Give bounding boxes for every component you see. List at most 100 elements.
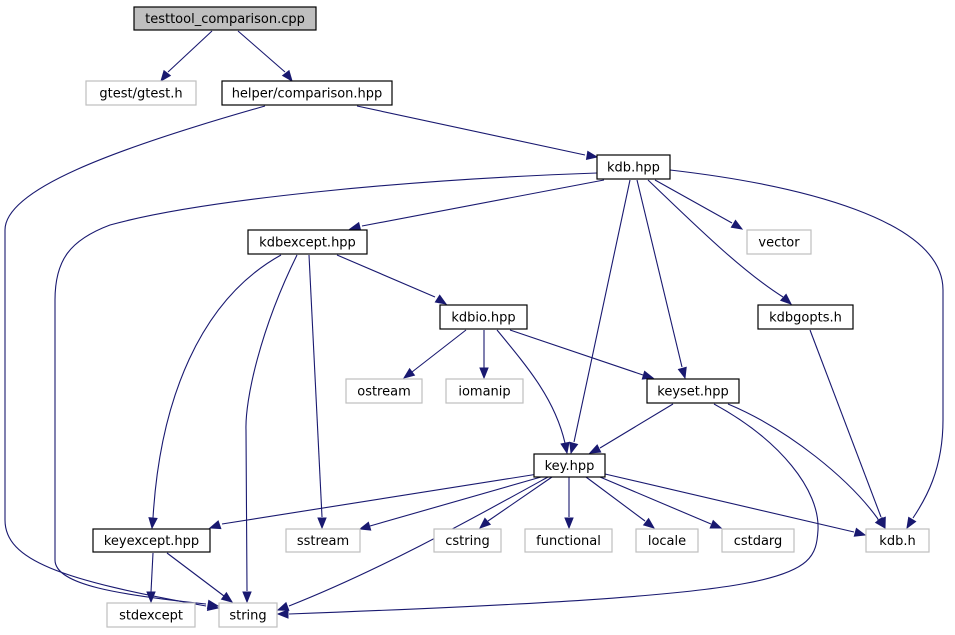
arrowhead-icon — [677, 366, 687, 380]
edge-line — [361, 179, 605, 227]
edge-key-to-kdb_h — [604, 473, 867, 537]
edge-line — [221, 473, 539, 525]
node-kdbgopts[interactable]: kdbgopts.h — [757, 304, 854, 330]
node-box — [524, 528, 613, 553]
arrowhead-icon — [146, 591, 156, 604]
node-box — [865, 528, 930, 553]
edge-kdb_hpp-to-kdbgopts — [647, 179, 793, 305]
edge-line — [150, 552, 154, 593]
arrowhead-icon — [853, 527, 867, 537]
arrowhead-icon — [585, 150, 599, 160]
node-label: sstream — [297, 534, 349, 549]
arrowhead-icon — [276, 609, 289, 619]
arrowhead-icon — [874, 516, 886, 530]
edge-kdbexcept-to-kdbio — [336, 254, 448, 305]
arrowhead-icon — [220, 591, 234, 603]
edge-key-to-sstream — [358, 476, 542, 531]
edge-line — [636, 179, 683, 368]
edge-testtool_comparison-to-gtest — [160, 30, 213, 83]
node-kdb-h: kdb.h — [865, 528, 930, 553]
edge-kdbio-to-keyset — [509, 329, 655, 380]
arrowhead-icon — [730, 219, 744, 230]
edge-line — [604, 473, 855, 533]
edge-kdb_hpp-to-string — [54, 172, 598, 609]
arrowhead-icon — [588, 444, 602, 454]
node-box — [533, 453, 606, 478]
edge-kdb_hpp-to-kdbexcept — [348, 179, 605, 232]
node-label: keyexcept.hpp — [104, 534, 199, 549]
edge-keyset-to-string — [276, 403, 819, 619]
node-label: ostream — [357, 385, 411, 400]
node-label: gtest/gtest.h — [99, 87, 182, 102]
edge-line — [669, 169, 944, 519]
edge-line — [573, 179, 631, 443]
edge-line — [245, 254, 298, 592]
node-keyset[interactable]: keyset.hpp — [646, 378, 740, 404]
node-box — [596, 154, 671, 180]
node-box — [133, 6, 317, 31]
edge-helper_comparison-to-kdb_hpp — [356, 105, 599, 160]
node-sstream: sstream — [285, 528, 361, 553]
node-key[interactable]: key.hpp — [533, 453, 606, 478]
edge-line — [152, 254, 282, 519]
node-box — [345, 378, 423, 404]
node-testtool-comparison[interactable]: testtool_comparison.cpp — [133, 6, 317, 31]
edge-key-to-cstdarg — [599, 476, 723, 529]
node-box — [433, 528, 502, 553]
node-box — [247, 229, 368, 255]
edge-kdbio-to-ostream — [402, 329, 467, 379]
edge-line — [654, 179, 733, 224]
arrowhead-icon — [434, 294, 448, 305]
edge-kdb_hpp-to-vector — [654, 179, 744, 230]
arrowhead-icon — [906, 516, 917, 530]
node-cstring: cstring — [433, 528, 502, 553]
node-box — [445, 378, 524, 404]
edge-line — [496, 329, 566, 444]
edge-kdbexcept-to-string — [242, 254, 298, 604]
edge-kdbexcept-to-sstream — [308, 254, 327, 530]
edge-kdb_hpp-to-keyset — [636, 179, 687, 380]
edge-testtool_comparison-to-helper_comparison — [237, 30, 293, 83]
node-keyexcept[interactable]: keyexcept.hpp — [92, 528, 211, 553]
node-box — [721, 528, 795, 553]
node-label: testtool_comparison.cpp — [145, 12, 305, 27]
node-kdbio[interactable]: kdbio.hpp — [439, 304, 528, 330]
arrowhead-icon — [276, 601, 290, 611]
node-gtest: gtest/gtest.h — [85, 80, 197, 106]
edge-key-to-cstring — [478, 476, 553, 529]
node-label: kdbexcept.hpp — [259, 236, 356, 251]
arrowhead-icon — [564, 517, 574, 530]
node-label: helper/comparison.hpp — [232, 87, 383, 102]
node-box — [439, 304, 528, 330]
node-locale: locale — [635, 528, 699, 553]
node-label: cstring — [445, 534, 489, 549]
edge-keyset-to-key — [588, 403, 674, 454]
node-label: kdbgopts.h — [769, 311, 842, 326]
arrowhead-icon — [148, 517, 158, 530]
node-box — [285, 528, 361, 553]
node-helper-comparison[interactable]: helper/comparison.hpp — [221, 80, 393, 106]
node-label: locale — [648, 534, 686, 549]
node-label: stdexcept — [119, 609, 183, 624]
node-label: string — [229, 609, 266, 624]
edge-line — [288, 403, 819, 615]
arrowhead-icon — [478, 517, 492, 529]
edge-kdbgopts-to-kdb_h — [809, 329, 886, 530]
edge-kdbio-to-iomanip — [479, 330, 489, 380]
edge-kdb_hpp-to-kdb_h — [669, 169, 944, 530]
node-kdbexcept[interactable]: kdbexcept.hpp — [247, 229, 368, 255]
arrowhead-icon — [479, 367, 489, 380]
edge-line — [356, 105, 586, 156]
edge-line — [599, 476, 712, 525]
node-box — [85, 80, 197, 106]
edge-line — [599, 403, 674, 449]
edge-keyset-to-kdb_h — [727, 403, 886, 530]
edge-line — [809, 329, 882, 518]
arrowhead-icon — [560, 441, 570, 455]
edge-line — [288, 476, 549, 607]
edge-line — [487, 476, 553, 522]
node-kdb-hpp[interactable]: kdb.hpp — [596, 154, 671, 180]
edge-line — [308, 254, 323, 518]
edge-kdbio-to-key — [496, 329, 570, 455]
